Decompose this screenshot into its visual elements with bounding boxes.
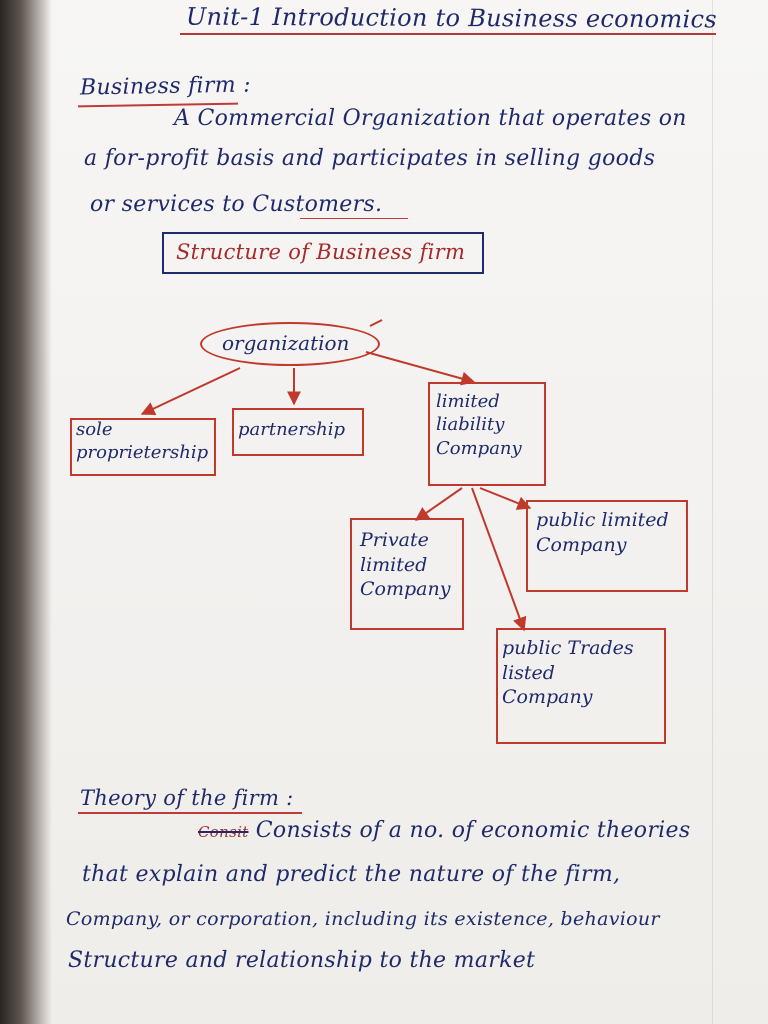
definition-line-3: or services to Customers. (90, 192, 383, 217)
customers-underline (300, 218, 408, 219)
node-organization-label: organization (222, 331, 350, 355)
arrow-to-public-limited (479, 487, 532, 510)
heading-business-firm: Business firm : (79, 72, 252, 101)
definition-line-1: A Commercial Organization that operates … (174, 106, 687, 131)
node-organization-ellipse (200, 322, 380, 366)
heading-theory-of-firm: Theory of the firm : (80, 786, 294, 810)
theory-heading-underline (78, 812, 302, 814)
theory-line-4: Structure and relationship to the market (68, 948, 536, 973)
structure-heading-box (162, 232, 484, 274)
theory-line-3: Company, or corporation, including its e… (66, 908, 660, 930)
ellipse-tail (369, 319, 383, 327)
structure-heading: Structure of Business firm (176, 240, 466, 264)
page-title: Unit-1 Introduction to Business economic… (185, 2, 717, 34)
node-sole-label: sole proprietership (76, 419, 209, 464)
arrow-to-private (414, 487, 463, 521)
title-underline (180, 33, 716, 35)
theory-line-1-text: Consists of a no. of economic theories (255, 818, 691, 843)
arrow-to-sole (140, 367, 241, 415)
node-partnership-label: partnership (238, 419, 346, 440)
margin-line (712, 0, 713, 1024)
definition-line-2: a for-profit basis and participates in s… (84, 146, 656, 171)
node-private-label: Private limited Company (360, 529, 451, 601)
node-partnership-box (232, 408, 364, 456)
page-binding-shadow (0, 0, 52, 1024)
node-sole-box (70, 418, 216, 476)
theory-line-2: that explain and predict the nature of t… (82, 862, 621, 887)
node-public-traded-box (496, 628, 666, 744)
struck-word: Consit (198, 823, 249, 841)
node-llc-box (428, 382, 546, 486)
node-public-limited-box (526, 500, 688, 592)
theory-line-1: Consit Consists of a no. of economic the… (198, 818, 690, 843)
arrow-to-llc (365, 351, 476, 386)
node-public-traded-label: public Trades listed Company (502, 637, 634, 709)
node-public-limited-label: public limited Company (536, 509, 669, 556)
node-private-box (350, 518, 464, 630)
arrow-to-public-traded (471, 487, 527, 632)
node-llc-label: limited liability Company (436, 391, 522, 459)
